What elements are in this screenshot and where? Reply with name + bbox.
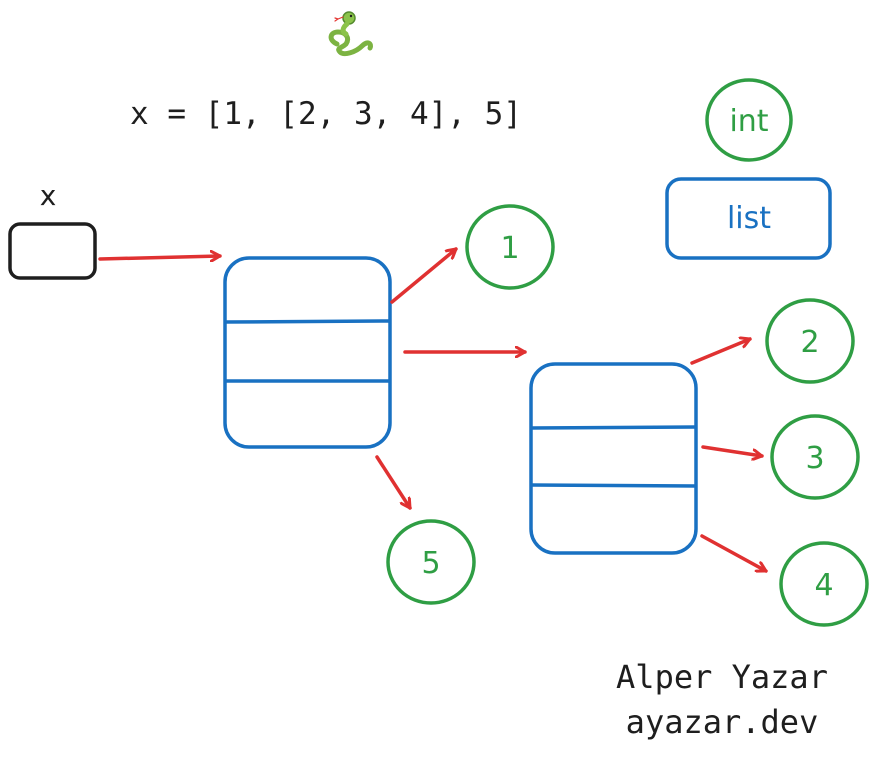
int-node-1: 1 (465, 204, 555, 290)
int-value: 4 (814, 568, 833, 603)
inner-list-divider (530, 425, 697, 430)
int-value: 1 (500, 231, 519, 266)
variable-box (8, 222, 97, 280)
legend: int list (665, 78, 832, 260)
author-site: ayazar.dev (626, 703, 819, 741)
variable-name: x (40, 179, 57, 212)
legend-list-label: list (727, 201, 771, 236)
author-name: Alper Yazar (616, 658, 828, 696)
reference-arrows (98, 247, 768, 573)
legend-int-circle (705, 78, 793, 162)
int-value: 5 (421, 546, 440, 581)
int-node-5: 5 (386, 519, 476, 605)
inner-list-divider (530, 483, 697, 488)
outer-list-divider (224, 319, 391, 324)
int-node-3: 3 (770, 414, 860, 500)
arrow-to-int-2 (690, 339, 752, 365)
int-node-4: 4 (779, 541, 869, 627)
int-node-2: 2 (765, 298, 855, 384)
variable-x: x (8, 179, 97, 280)
arrow-to-int-4 (700, 534, 768, 573)
inner-list-box (529, 362, 698, 555)
outer-list (223, 256, 392, 449)
arrow-x-to-outer-list (98, 256, 222, 259)
outer-list-box (223, 256, 392, 449)
snake-icon (328, 11, 373, 57)
legend-int-label: int (729, 104, 768, 139)
legend-list-box (665, 177, 832, 260)
arrow-to-int-1 (390, 247, 458, 304)
code-line: x = [1, [2, 3, 4], 5] (130, 96, 522, 132)
int-value: 2 (800, 325, 819, 360)
arrow-to-int-5 (375, 455, 412, 510)
inner-list (529, 362, 698, 555)
int-value: 3 (805, 441, 824, 476)
arrow-to-int-3 (701, 445, 764, 456)
